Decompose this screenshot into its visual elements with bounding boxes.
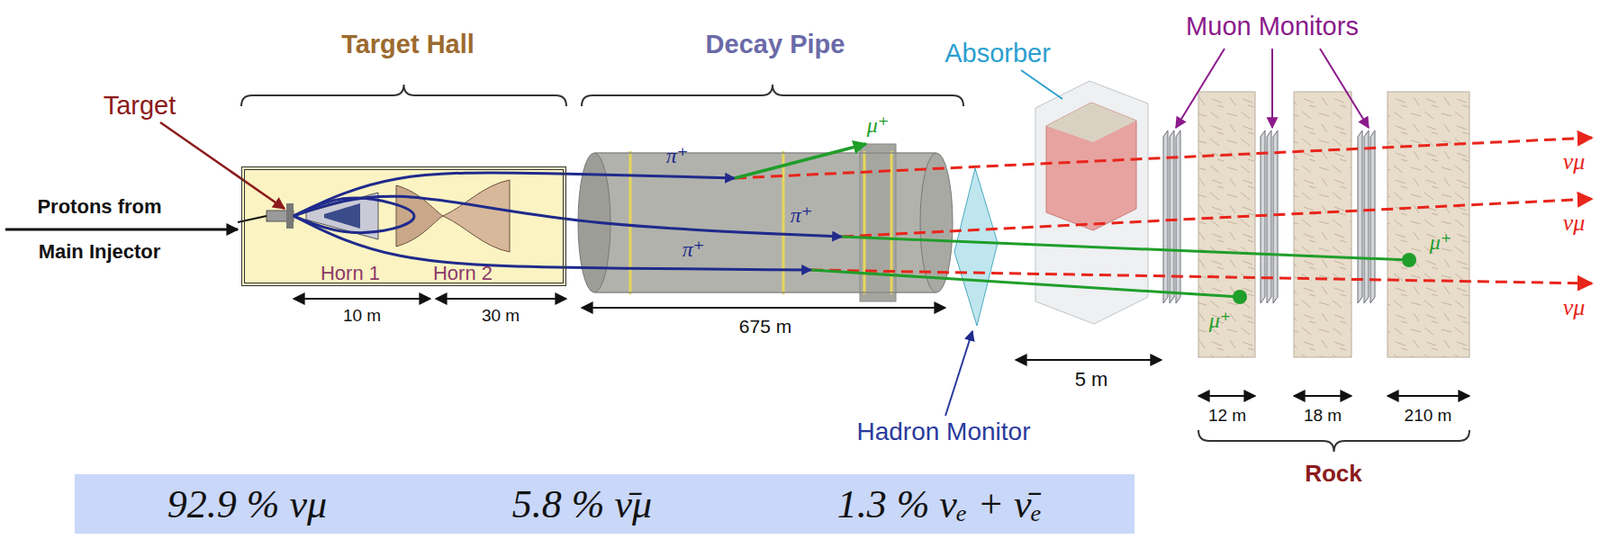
muon-monitor-plate bbox=[1364, 130, 1369, 304]
dimension-arrow bbox=[581, 307, 946, 309]
part-name: Rock bbox=[1304, 461, 1363, 489]
target-flange bbox=[286, 203, 294, 229]
flux-fraction: 92.9 % νμ bbox=[167, 481, 327, 528]
absorber-top bbox=[1046, 102, 1137, 143]
target-hall-fill bbox=[241, 166, 567, 287]
part-name: Hadron Monitor bbox=[857, 417, 1031, 447]
particle-label: μ⁺ bbox=[1209, 308, 1232, 335]
dimension: 210 m bbox=[1404, 406, 1453, 426]
particle-label: νμ bbox=[1563, 209, 1586, 237]
muon-monitor-plate bbox=[1370, 130, 1375, 304]
pipe-ring bbox=[890, 151, 894, 295]
particle-label: μ⁺ bbox=[867, 113, 890, 139]
particle-label: νμ bbox=[1563, 148, 1586, 176]
part-name: Muon Monitors bbox=[1185, 11, 1359, 42]
particle-label: π⁺ bbox=[790, 203, 814, 229]
brace bbox=[241, 84, 567, 107]
rock-block bbox=[1198, 91, 1256, 358]
pion-track bbox=[293, 196, 842, 237]
target-hall-box: Horn 1 Horn 2 bbox=[241, 166, 567, 287]
brace bbox=[581, 84, 964, 107]
monitor-leader bbox=[1271, 48, 1274, 128]
muon-stop bbox=[1401, 253, 1417, 268]
particle-label: π⁺ bbox=[682, 237, 706, 263]
section-title: Target Hall bbox=[341, 29, 475, 60]
pipe-ring bbox=[629, 151, 633, 295]
muon-track bbox=[811, 270, 1240, 298]
decay-pipe-flange bbox=[859, 144, 896, 302]
proton-beam-arrow bbox=[5, 228, 238, 232]
section-title: Decay Pipe bbox=[705, 29, 846, 60]
hadron-monitor-shape bbox=[954, 168, 998, 326]
dimension-arrow bbox=[435, 298, 567, 300]
brace bbox=[1198, 430, 1470, 452]
muon-stop bbox=[1232, 289, 1248, 305]
rock-block bbox=[1387, 91, 1470, 358]
dimension-arrow bbox=[1293, 395, 1352, 398]
horn-2-shape bbox=[442, 180, 510, 253]
absorber-leader bbox=[1021, 70, 1063, 100]
muon-monitor-plate bbox=[1357, 130, 1363, 304]
dimension: 10 m bbox=[343, 306, 381, 326]
dimension-arrow bbox=[1198, 395, 1256, 398]
hadron-monitor-leader bbox=[945, 331, 973, 416]
pipe-ring bbox=[782, 151, 786, 295]
target-leader bbox=[160, 122, 285, 209]
particle-label: μ⁺ bbox=[1429, 230, 1453, 256]
horn-label: Horn 2 bbox=[433, 262, 493, 286]
dimension: 5 m bbox=[1075, 368, 1109, 391]
monitor-leader bbox=[1319, 48, 1369, 128]
dimension-arrow bbox=[1015, 359, 1162, 362]
dimension-arrow bbox=[293, 298, 431, 300]
particle-label: π⁺ bbox=[666, 144, 689, 170]
neutrino-track bbox=[734, 137, 1592, 179]
flux-fraction: 1.3 % νₑ + ν̄ₑ bbox=[837, 481, 1042, 528]
horn-2-shape bbox=[396, 185, 443, 247]
muon-track bbox=[734, 144, 867, 179]
rock-block bbox=[1293, 91, 1352, 358]
part-name: Target bbox=[103, 90, 177, 121]
pipe-edge bbox=[594, 152, 937, 154]
dimension: 30 m bbox=[481, 306, 520, 326]
flux-band: 92.9 % νμ 5.8 % ν̄μ 1.3 % νₑ + ν̄ₑ bbox=[74, 474, 1135, 534]
dimension: 675 m bbox=[739, 316, 792, 338]
particle-label: νμ bbox=[1563, 294, 1586, 322]
neutrino-track bbox=[841, 198, 1592, 237]
beam-source: Protons from Main Injector bbox=[16, 184, 183, 275]
pion-track bbox=[293, 172, 735, 217]
pipe-edge bbox=[594, 291, 937, 294]
muon-track bbox=[841, 236, 1410, 261]
absorber-core bbox=[1046, 102, 1137, 231]
dimension: 12 m bbox=[1208, 406, 1247, 426]
horn-label: Horn 1 bbox=[320, 262, 380, 286]
part-name: Absorber bbox=[944, 38, 1051, 69]
muon-monitor-plate bbox=[1273, 130, 1278, 304]
horn-1-inner bbox=[324, 203, 361, 229]
dimension-arrow bbox=[1387, 395, 1470, 398]
monitor-leader bbox=[1175, 48, 1225, 128]
dimension: 18 m bbox=[1303, 406, 1342, 426]
flux-fraction: 5.8 % ν̄μ bbox=[512, 481, 652, 528]
pion-track bbox=[293, 198, 415, 234]
